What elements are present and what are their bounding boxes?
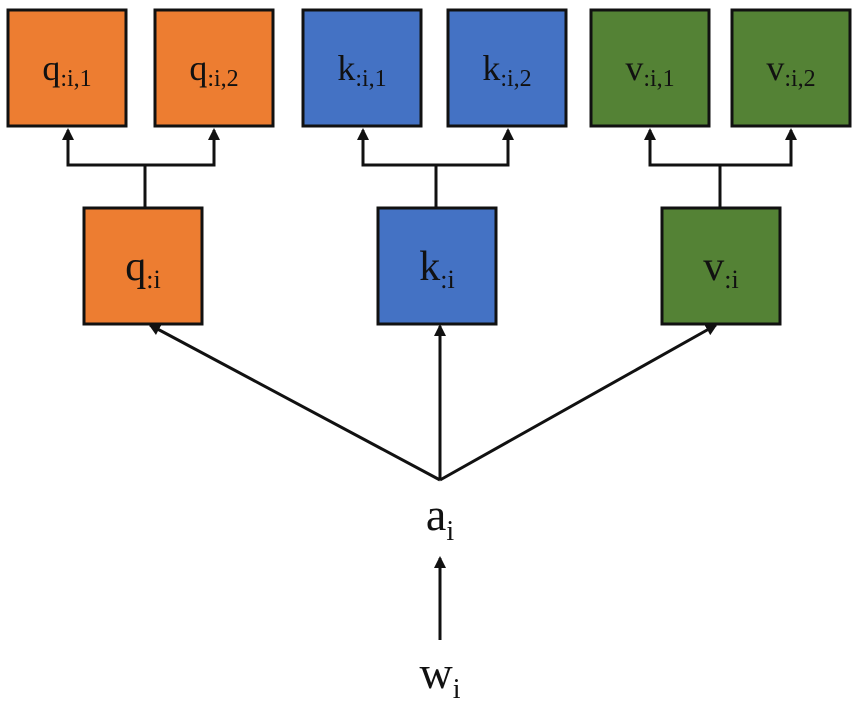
node-v-head-1-label: v:i,1: [625, 48, 674, 92]
node-v-projection-label: v:i: [703, 244, 738, 294]
node-v-head-1: v:i,1: [589, 8, 711, 128]
label-w-i: wi: [419, 647, 460, 705]
node-q-projection: q:i: [82, 206, 204, 326]
node-k-head-2-label: k:i,2: [482, 48, 531, 92]
input-labels: ai wi: [419, 489, 460, 705]
node-v-projection: v:i: [660, 206, 782, 326]
head-row: q:i,1 q:i,2 k:i,1 k:i,2 v:i,1: [6, 8, 852, 128]
node-q-projection-label: q:i: [125, 244, 160, 294]
edge-a-to-v: [439, 323, 718, 482]
projection-row: q:i k:i v:i: [82, 206, 782, 326]
edge-k-to-k1: [357, 128, 436, 167]
node-k-head-1-label: k:i,1: [337, 48, 386, 92]
edge-v-to-v2: [720, 128, 797, 167]
label-a-i: ai: [426, 489, 454, 547]
node-v-head-2-label: v:i,2: [766, 48, 815, 92]
edge-k-to-k2: [436, 128, 514, 167]
node-k-projection-label: k:i: [419, 244, 454, 294]
node-k-head-1: k:i,1: [301, 8, 423, 128]
edge-q-to-q2: [145, 128, 220, 167]
edge-a-to-q: [148, 323, 441, 482]
node-k-head-2: k:i,2: [446, 8, 568, 128]
node-v-head-2: v:i,2: [730, 8, 852, 128]
node-k-projection: k:i: [376, 206, 498, 326]
node-q-head-2-label: q:i,2: [189, 48, 238, 92]
node-q-head-1-label: q:i,1: [42, 48, 91, 92]
edges: [62, 128, 797, 640]
edge-q-to-q1: [62, 128, 145, 167]
node-q-head-1: q:i,1: [6, 8, 128, 128]
edge-v-to-v1: [644, 128, 720, 167]
node-q-head-2: q:i,2: [153, 8, 275, 128]
